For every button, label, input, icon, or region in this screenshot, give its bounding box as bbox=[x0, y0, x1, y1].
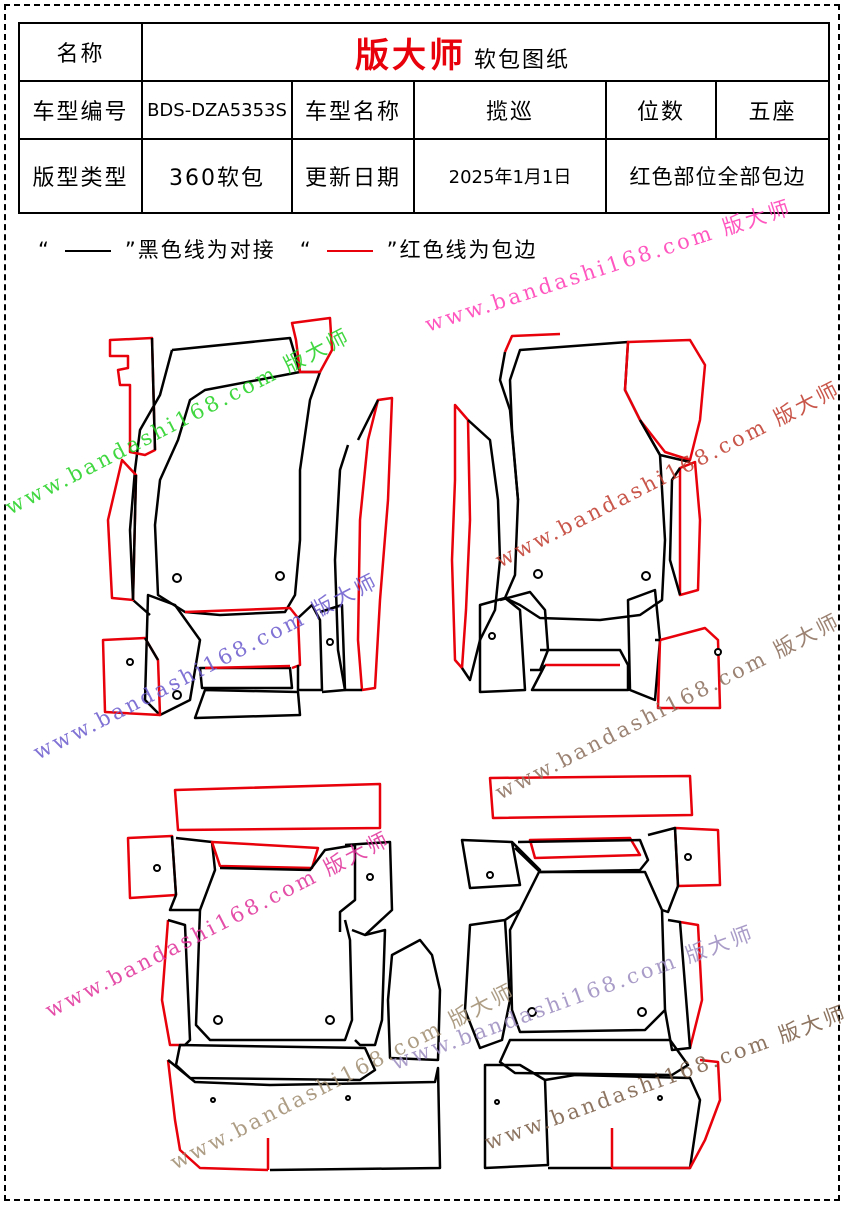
watermark: www.bandashi168.com 版大师 bbox=[166, 979, 519, 1175]
type-value: 360软包 bbox=[141, 138, 293, 214]
fr-bottom-right-pad bbox=[656, 626, 722, 710]
rl-bottom-pad bbox=[166, 1059, 269, 1172]
watermark: www.bandashi168.com 版大师 bbox=[422, 195, 795, 337]
model-code-value: BDS-DZA5353S bbox=[141, 80, 293, 140]
rl-top-bar bbox=[173, 782, 382, 832]
title-cell: 版大师软包图纸 bbox=[140, 22, 831, 82]
rear-right-pattern-group bbox=[460, 774, 722, 1170]
fr-top-right-trim bbox=[623, 338, 707, 462]
fr-right-strip bbox=[678, 460, 702, 597]
watermark-layer: www.bandashi168.com 版大师 www.bandashi168.… bbox=[1, 195, 846, 1174]
legend-red-text: 红色线为包边 bbox=[399, 238, 538, 262]
legend: “”黑色线为对接“”红色线为包边 bbox=[38, 234, 538, 264]
rl-left-pad bbox=[126, 834, 178, 900]
info-table: 名称 版大师软包图纸 车型编号 BDS-DZA5353S 车型名称 揽巡 位数 … bbox=[18, 22, 831, 214]
fl-top-trim bbox=[290, 316, 334, 374]
rl-center-tunnel bbox=[386, 938, 442, 1062]
update-value: 2025年1月1日 bbox=[413, 138, 607, 214]
rr-top-bar bbox=[488, 774, 694, 820]
note-value: 红色部位全部包边 bbox=[604, 138, 831, 214]
black-line-sample bbox=[64, 250, 111, 252]
fr-top-edge bbox=[503, 332, 561, 353]
watermark: www.bandashi168.com 版大师 bbox=[1, 324, 354, 520]
subtitle: 软包图纸 bbox=[474, 47, 571, 73]
seats-value: 五座 bbox=[714, 80, 831, 140]
rr-right-strip bbox=[679, 920, 704, 1049]
type-label: 版型类型 bbox=[18, 138, 143, 214]
fr-left-strip bbox=[450, 403, 472, 670]
front-left-pattern-group bbox=[101, 316, 394, 720]
model-code-label: 车型编号 bbox=[18, 80, 143, 140]
front-right-pattern-group bbox=[450, 332, 722, 710]
watermark: www.bandashi168.com 版大师 bbox=[29, 569, 382, 765]
model-name-value: 揽巡 bbox=[413, 80, 607, 140]
fl-left-strip bbox=[106, 458, 138, 602]
rl-inner-slot bbox=[210, 840, 320, 870]
legend-quote-open: “ bbox=[38, 238, 51, 262]
name-label: 名称 bbox=[18, 22, 143, 82]
rl-left-strip bbox=[160, 919, 185, 1047]
fl-bottom-left-pad bbox=[101, 636, 162, 717]
brand-title: 版大师 bbox=[355, 35, 466, 76]
watermark: www.bandashi168.com 版大师 bbox=[41, 827, 394, 1023]
rr-inner-slot bbox=[528, 836, 642, 860]
watermark: www.bandashi168.com 版大师 bbox=[491, 377, 844, 573]
legend-quote-open-2: “ bbox=[299, 238, 313, 262]
rear-left-pattern-group bbox=[126, 782, 442, 1172]
fl-right-strip bbox=[356, 396, 394, 692]
legend-quote-close: ” bbox=[124, 238, 138, 262]
model-name-label: 车型名称 bbox=[291, 80, 415, 140]
rr-right-pad bbox=[673, 826, 722, 888]
seats-label: 位数 bbox=[605, 80, 717, 140]
legend-black-text: 黑色线为对接 bbox=[137, 238, 276, 262]
update-label: 更新日期 bbox=[291, 138, 415, 214]
legend-quote-close-2: ” bbox=[386, 238, 400, 262]
red-line-sample bbox=[326, 250, 373, 252]
rr-bottom-right-edge bbox=[612, 1058, 722, 1170]
page-border bbox=[4, 4, 840, 1201]
